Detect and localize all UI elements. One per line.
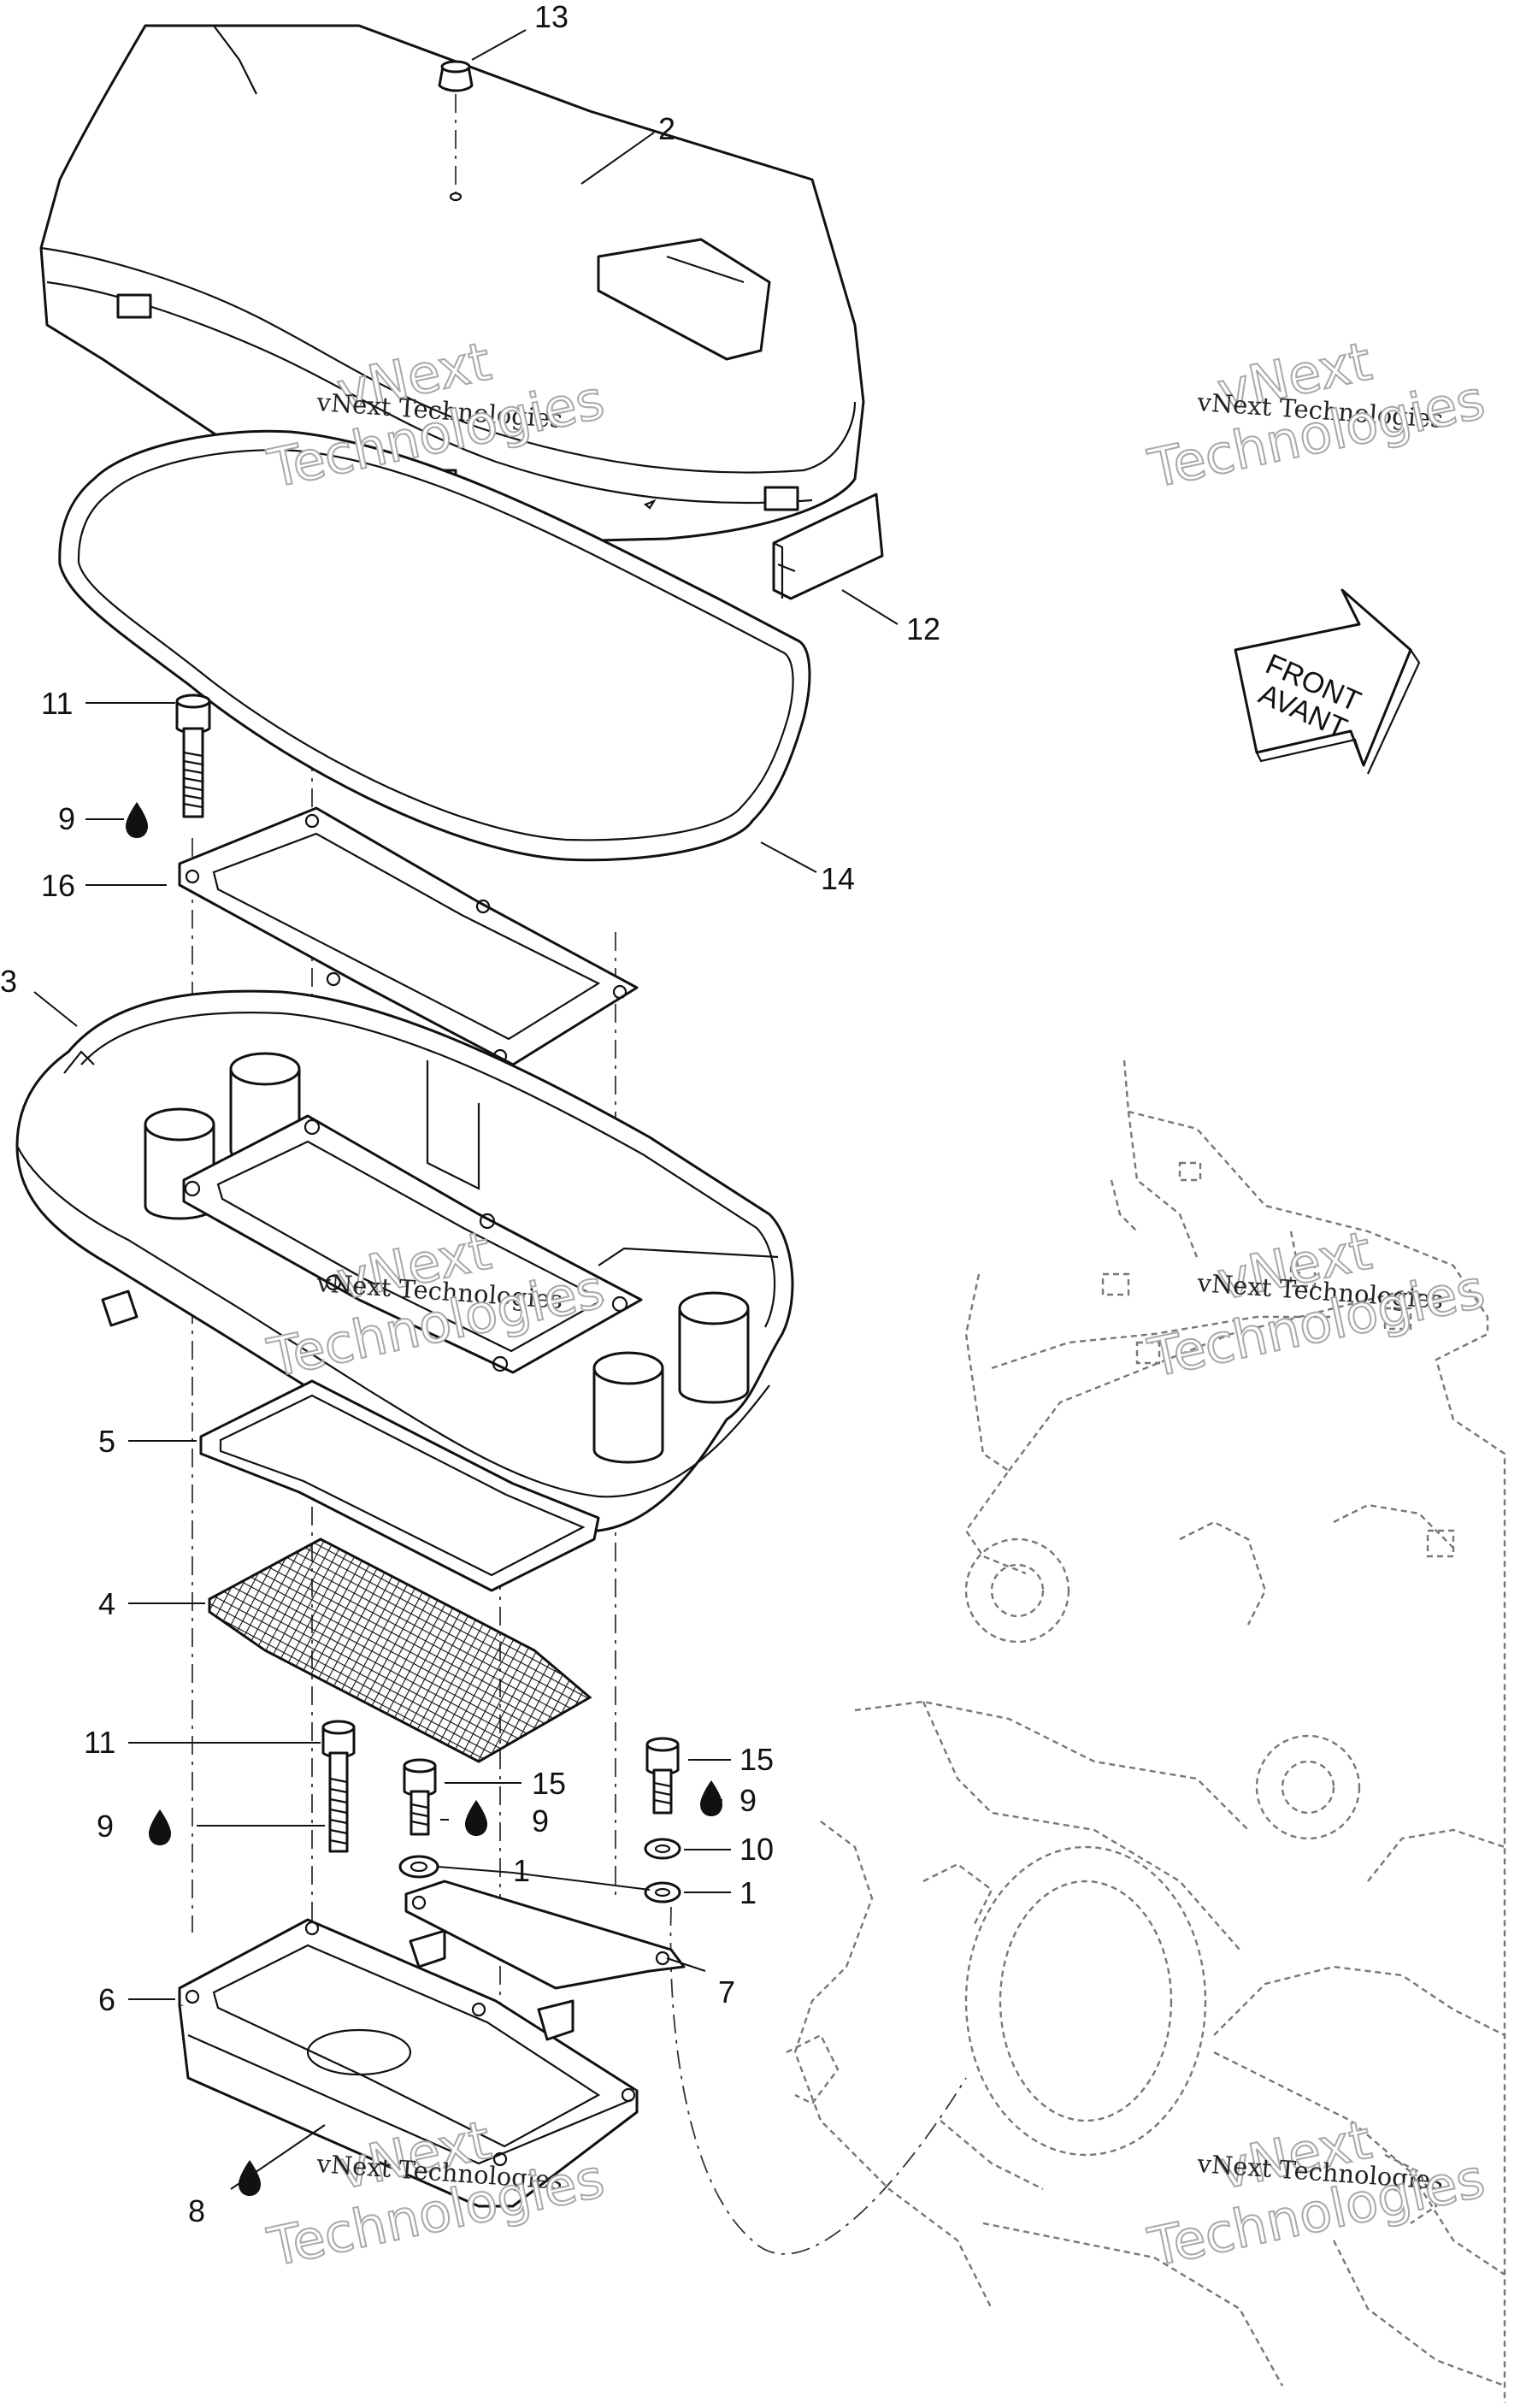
callout-4: 4	[98, 1586, 115, 1621]
part-6-tray	[178, 1918, 639, 2208]
callout-5: 5	[98, 1424, 115, 1459]
callout-9-upper: 9	[58, 801, 75, 836]
watermark-top-right: vNext vNext Technologies Technologies	[1142, 329, 1491, 501]
callout-1-right: 1	[739, 1875, 757, 1910]
callout-11-lower: 11	[84, 1725, 115, 1760]
front-arrow-icon: FRONT AVANT	[1234, 588, 1421, 775]
callout-10: 10	[739, 1832, 774, 1867]
part-15-bolt-right	[645, 1737, 680, 1815]
part-12-clip	[772, 493, 884, 600]
callout-14: 14	[821, 861, 855, 896]
part-15-bolt-middle	[403, 1758, 437, 1836]
callout-15-right: 15	[739, 1742, 774, 1777]
part-13-plug	[438, 60, 474, 202]
part-4-filter-screen	[208, 1537, 592, 1763]
callout-12: 12	[906, 611, 940, 646]
callout-8: 8	[188, 2193, 205, 2228]
callout-1-middle: 1	[513, 1853, 530, 1888]
part-11-bolt-lower	[321, 1720, 356, 1853]
callout-3: 3	[0, 964, 17, 999]
oil-drop-icon	[126, 802, 722, 2196]
callout-labels: 13 2 12 11 9 16 14 3 5 4 11 15 15 9 9 9 …	[0, 0, 940, 2228]
callout-13: 13	[534, 0, 569, 34]
part-5-gasket	[199, 1379, 600, 1592]
part-11-bolt-upper	[175, 693, 211, 818]
callout-6: 6	[98, 1982, 115, 2017]
callout-2: 2	[658, 111, 675, 146]
callout-9-middle: 9	[532, 1803, 549, 1838]
part-7-plate	[404, 1880, 686, 1990]
callout-16: 16	[41, 868, 75, 903]
watermark-mid-right: vNext vNext Technologies Technologies	[1142, 1219, 1491, 1390]
callout-9-right: 9	[739, 1783, 757, 1818]
part-14-gasket	[58, 429, 811, 862]
watermark-bottom-right: vNext vNext Technologies Technologies	[1142, 2108, 1491, 2280]
callout-15-middle: 15	[532, 1766, 566, 1801]
washers	[398, 1838, 681, 1903]
engine-outline	[786, 1059, 1506, 2403]
callout-7: 7	[718, 1974, 735, 2010]
part-3-housing	[15, 989, 794, 1533]
part-16-gasket	[178, 806, 639, 1066]
callout-11-upper: 11	[41, 686, 73, 721]
callout-9-left: 9	[97, 1809, 114, 1844]
